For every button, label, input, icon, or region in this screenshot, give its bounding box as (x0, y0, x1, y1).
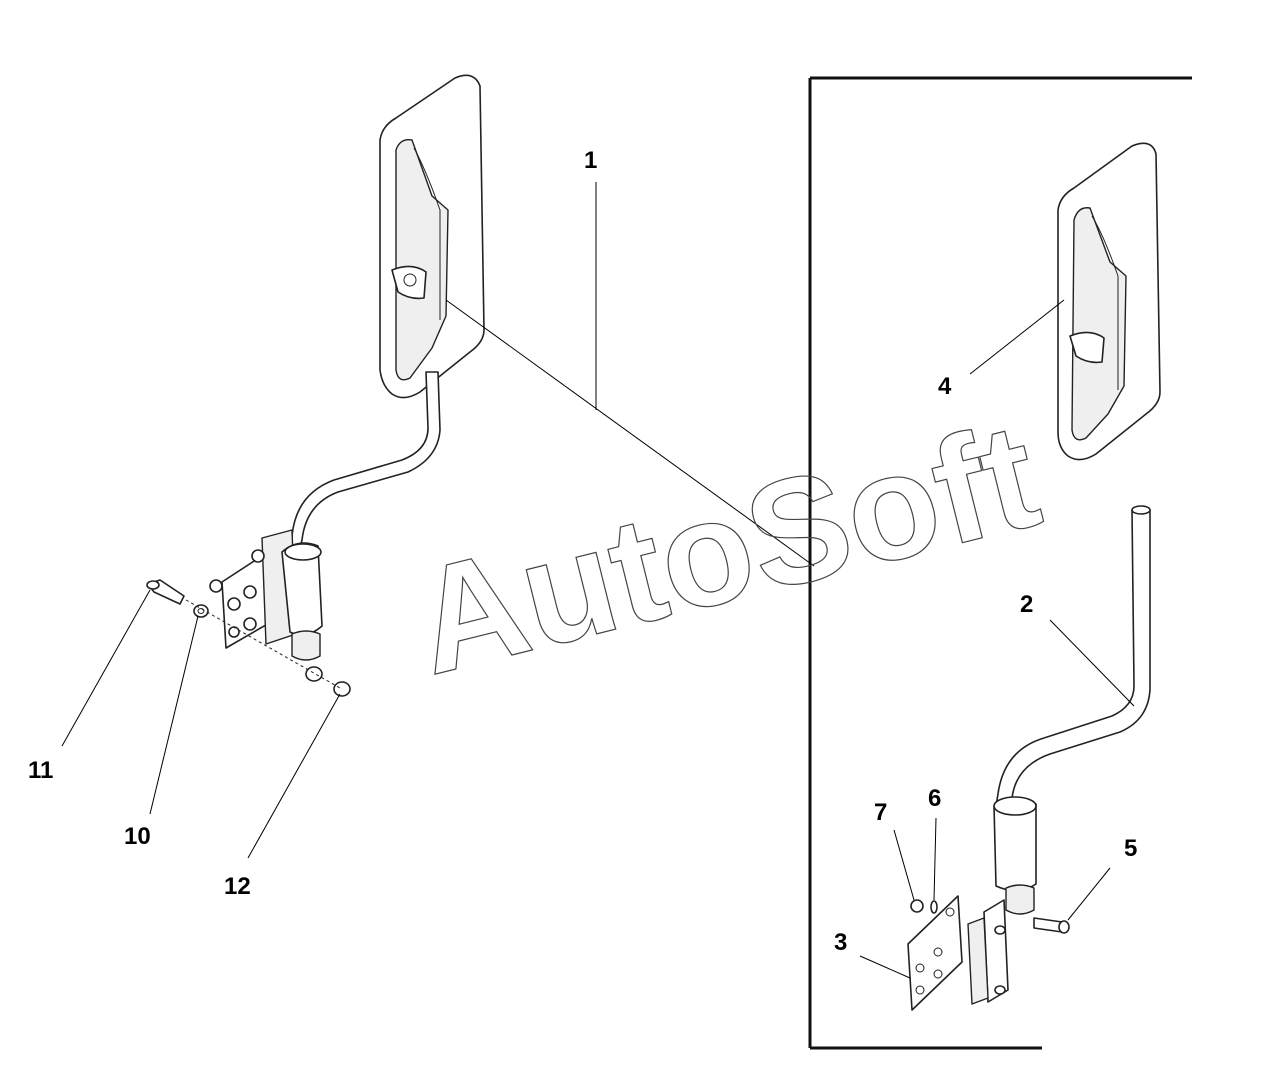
main-mirror-head (379, 74, 485, 399)
main-hinge-bracket (209, 529, 323, 661)
main-nut-12a (305, 666, 323, 682)
watermark-text: AutoSoft (398, 390, 1053, 706)
callout-11: 11 (28, 757, 53, 784)
callout-12: 12 (224, 873, 251, 900)
callout-2: 2 (1020, 591, 1033, 618)
detail-bracket-3 (907, 895, 963, 1011)
detail-mount-block (967, 899, 1009, 1005)
callout-4: 4 (938, 373, 952, 400)
detail-nut-7 (910, 899, 924, 913)
callout-7: 7 (874, 799, 887, 826)
callout-6: 6 (928, 785, 941, 812)
detail-bolt-5 (1033, 917, 1070, 934)
callout-labels: 1 2 3 4 5 6 7 10 11 12 (28, 147, 1137, 956)
main-mirror-arm (289, 371, 441, 549)
callout-3: 3 (834, 929, 847, 956)
callout-5: 5 (1124, 835, 1137, 862)
main-washer-10 (193, 604, 209, 618)
detail-washer-6 (930, 900, 938, 914)
detail-hinge (993, 796, 1037, 915)
callout-1: 1 (584, 147, 597, 174)
leader-lines (61, 182, 1135, 979)
main-nut-12b (333, 681, 351, 697)
main-bolt-11 (146, 579, 185, 605)
callout-10: 10 (124, 823, 151, 850)
detail-mirror-head (1057, 142, 1161, 461)
